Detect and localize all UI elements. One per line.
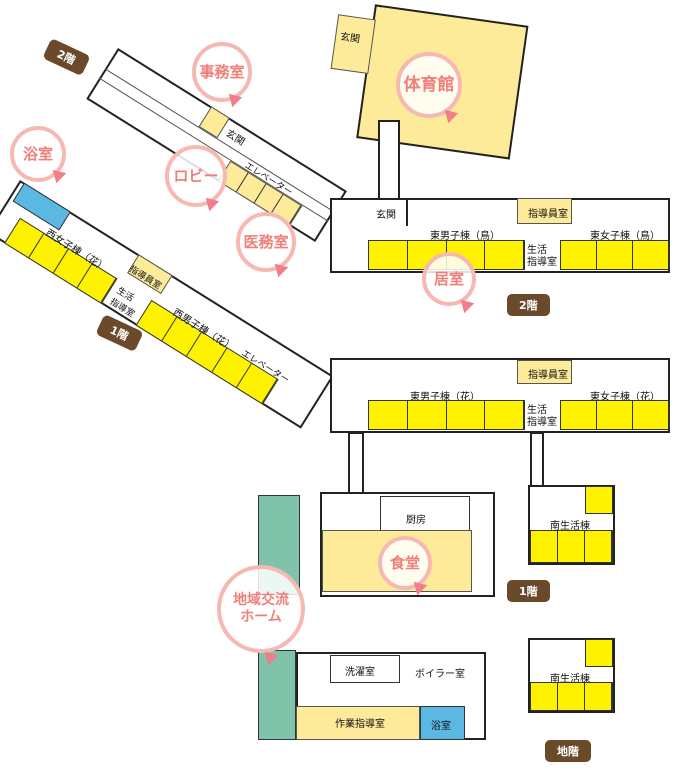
- south-1f-label: 南生活棟: [550, 521, 590, 532]
- entrance-east-label: 玄関: [376, 210, 396, 221]
- guidance-1f-label: 生活 指導室: [527, 405, 557, 428]
- floor-badge-2f-west: 2階: [42, 38, 91, 76]
- callout-medical[interactable]: 医務室: [236, 212, 296, 272]
- staff-room-2f-label: 指導員室: [528, 209, 568, 220]
- bath-b1-label: 浴室: [431, 721, 451, 732]
- guidance-2f-label: 生活 指導室: [527, 245, 557, 268]
- callout-living[interactable]: 居室: [422, 252, 476, 306]
- community-home-b1: [258, 650, 296, 740]
- callout-lobby[interactable]: ロビー: [165, 145, 227, 207]
- staff-room-1f-label: 指導員室: [528, 370, 568, 381]
- east-boys-1f-label: 東男子棟（花）: [410, 392, 480, 403]
- boiler-label: ボイラー室: [415, 669, 465, 680]
- gym-entrance-label: 玄関: [339, 31, 361, 46]
- callout-office[interactable]: 事務室: [192, 42, 252, 102]
- east-girls-1f-label: 東女子棟（花）: [590, 392, 660, 403]
- east-boys-2f-label: 東男子棟（鳥）: [430, 231, 500, 242]
- floor-badge-b1: 地階: [545, 740, 591, 762]
- kitchen-label: 厨房: [406, 515, 426, 526]
- callout-dining[interactable]: 食堂: [378, 536, 432, 590]
- callout-community[interactable]: 地域交流ホーム: [217, 565, 305, 653]
- callout-bath[interactable]: 浴室: [10, 126, 66, 182]
- east-girls-2f-label: 東女子棟（鳥）: [590, 231, 660, 242]
- floor-badge-2f-east: 2階: [507, 294, 550, 316]
- south-b1-label: 南生活棟: [550, 674, 590, 685]
- laundry-label: 洗濯室: [345, 667, 375, 678]
- work-room-label: 作業指導室: [335, 719, 385, 730]
- floor-badge-1f-east: 1階: [507, 580, 550, 602]
- callout-gym[interactable]: 体育館: [396, 52, 462, 118]
- gym-connector: [378, 120, 400, 200]
